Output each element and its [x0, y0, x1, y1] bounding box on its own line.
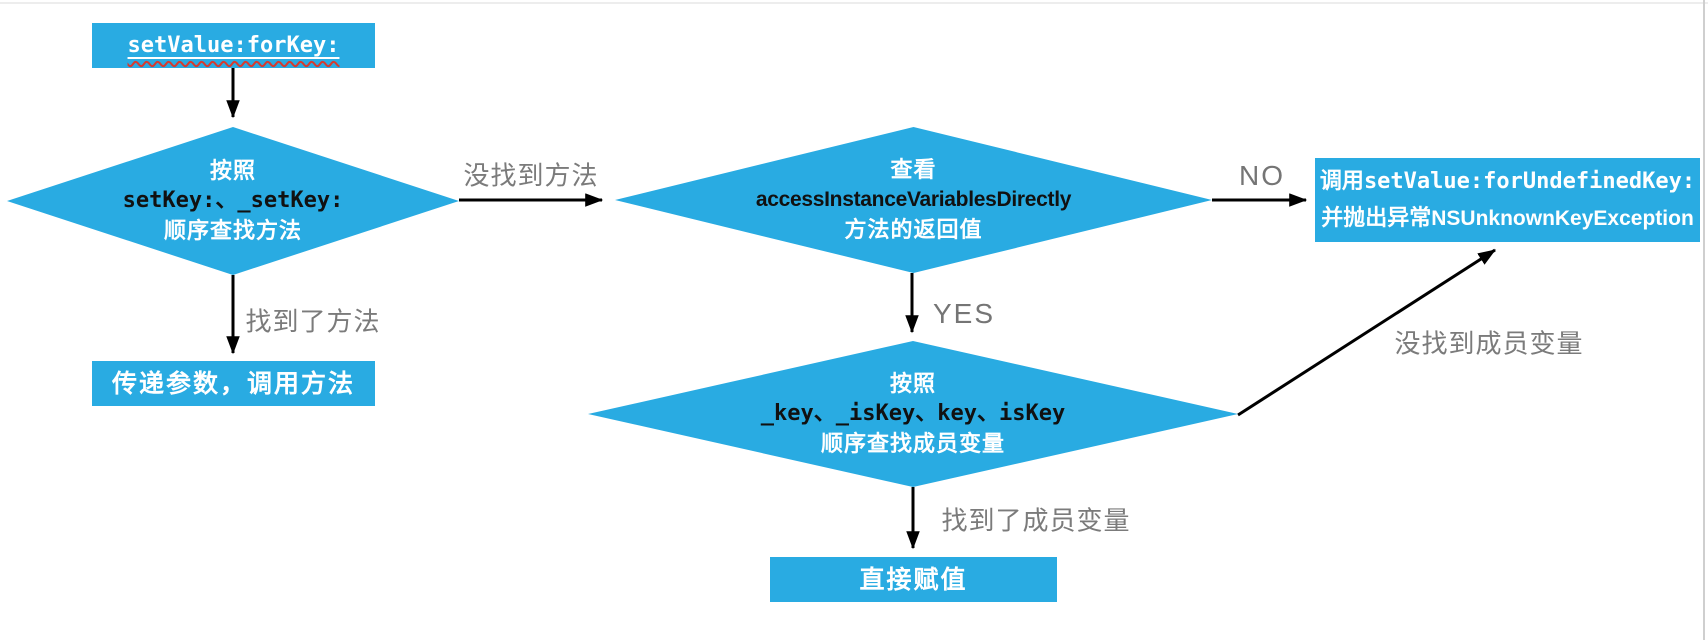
- find-method-line1: 按照: [209, 158, 256, 183]
- find-method-line3: 顺序查找方法: [163, 218, 302, 243]
- find-ivar-line3: 顺序查找成员变量: [820, 431, 1005, 456]
- page-top-border: [0, 2, 1708, 4]
- edge-label-method-found: 找到了方法: [245, 306, 381, 337]
- edge-label-yes: YES: [932, 298, 996, 329]
- find-ivar-line2: _key、_isKey、key、isKey: [760, 401, 1066, 426]
- check-access-line1: 查看: [890, 157, 937, 182]
- find-ivar-line1: 按照: [889, 371, 936, 396]
- undefined-key-line2-prefix: 并抛出异常: [1321, 205, 1432, 230]
- assign-label: 直接赋值: [859, 565, 968, 594]
- edge-label-ivar-found: 找到了成员变量: [941, 505, 1131, 536]
- undefined-key-line1-prefix: 调用: [1319, 168, 1364, 193]
- arrow-find-ivar-to-undefined-key: [1237, 248, 1497, 417]
- call-method-label: 传递参数，调用方法: [111, 369, 355, 398]
- undefined-key-line1: 调用setValue:forUndefinedKey:: [1320, 163, 1695, 200]
- undefined-key-line2-code: NSUnknownKeyException: [1431, 207, 1694, 230]
- undefined-key-line2: 并抛出异常NSUnknownKeyException: [1321, 200, 1694, 237]
- undefined-key-box: 调用setValue:forUndefinedKey: 并抛出异常NSUnkno…: [1315, 158, 1700, 242]
- start-node-code: setValue:forKey:: [127, 32, 340, 58]
- check-access-line2: accessInstanceVariablesDirectly: [755, 188, 1072, 211]
- check-access-line3: 方法的返回值: [844, 217, 983, 242]
- assign-box: 直接赋值: [770, 557, 1057, 602]
- start-node: setValue:forKey:: [92, 23, 375, 68]
- page-right-border: [1703, 0, 1705, 640]
- edge-label-no: NO: [1239, 160, 1285, 191]
- spellcheck-squiggle: setValue:forKey:: [128, 31, 340, 61]
- undefined-key-line1-code: setValue:forUndefinedKey:: [1363, 169, 1696, 194]
- edge-label-ivar-not-found: 没找到成员变量: [1394, 328, 1584, 359]
- find-method-line2: setKey:、_setKey:: [122, 188, 344, 213]
- call-method-box: 传递参数，调用方法: [92, 361, 375, 406]
- edge-label-method-not-found: 没找到方法: [463, 160, 599, 191]
